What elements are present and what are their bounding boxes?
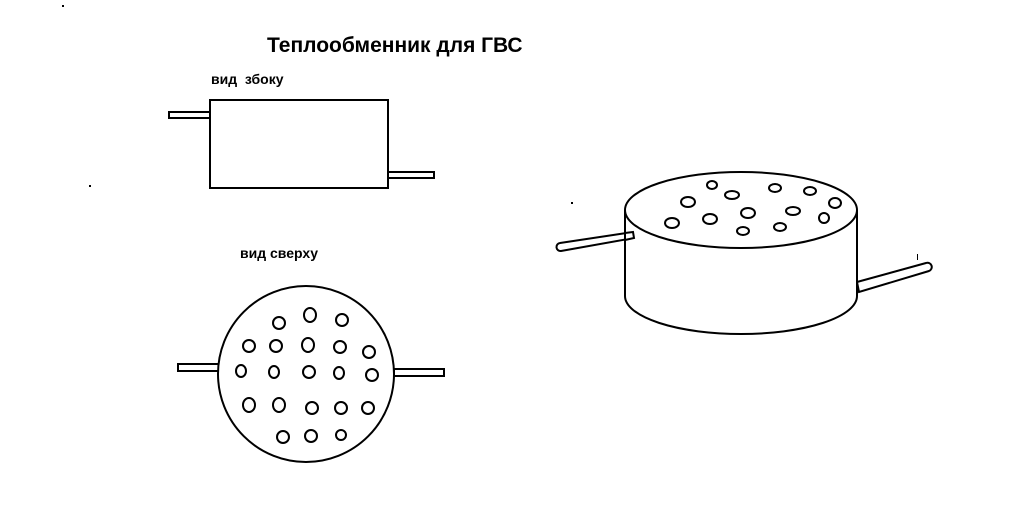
top-view-right-pipe [393, 368, 445, 377]
tube-hole [362, 345, 376, 359]
tube-hole [724, 190, 740, 200]
tube-hole [276, 430, 290, 444]
top-view-left-pipe [177, 363, 221, 372]
side-view-label: вид збоку [211, 71, 284, 87]
iso-cylinder-top [624, 171, 858, 249]
tube-hole [334, 401, 348, 415]
side-view-outlet-pipe [387, 171, 435, 179]
side-view-body [209, 99, 389, 189]
side-view-inlet-pipe [168, 111, 211, 119]
tube-hole [303, 307, 317, 323]
tube-hole [680, 196, 696, 208]
diagram-title: Теплообменник для ГВС [267, 34, 523, 57]
tube-hole [333, 340, 347, 354]
tube-hole [301, 337, 315, 353]
tube-hole [335, 429, 347, 441]
tube-hole [365, 368, 379, 382]
iso-outlet-pipe [855, 261, 933, 294]
tube-hole [305, 401, 319, 415]
iso-top-holes [664, 180, 842, 236]
tube-hole [706, 180, 718, 190]
tube-hole [333, 366, 345, 380]
stray-dots [62, 5, 918, 260]
tube-hole [785, 206, 801, 216]
tube-hole [268, 365, 280, 379]
tube-hole [803, 186, 817, 196]
tube-hole [828, 197, 842, 209]
tube-hole [304, 429, 318, 443]
tube-hole [818, 212, 830, 224]
tube-hole [335, 313, 349, 327]
top-view-label: вид сверху [240, 245, 319, 261]
tube-hole [242, 397, 256, 413]
iso-inlet-pipe [555, 230, 636, 252]
top-view-diagram [177, 285, 445, 463]
top-view-body [217, 285, 395, 463]
tube-hole [664, 217, 680, 229]
tube-hole [235, 364, 247, 378]
tube-hole [740, 207, 756, 219]
tube-hole [768, 183, 782, 193]
tube-hole [302, 365, 316, 379]
tube-hole [269, 339, 283, 353]
iso-inlet-pipe-joint [624, 230, 636, 241]
tube-hole [773, 222, 787, 232]
tube-hole [242, 339, 256, 353]
side-view-diagram [168, 99, 435, 189]
isometric-view-diagram [555, 171, 933, 335]
tube-hole [361, 401, 375, 415]
tube-hole [272, 316, 286, 330]
tube-hole [702, 213, 718, 225]
tube-hole [736, 226, 750, 236]
tube-hole [272, 397, 286, 413]
top-view-holes [235, 307, 379, 444]
